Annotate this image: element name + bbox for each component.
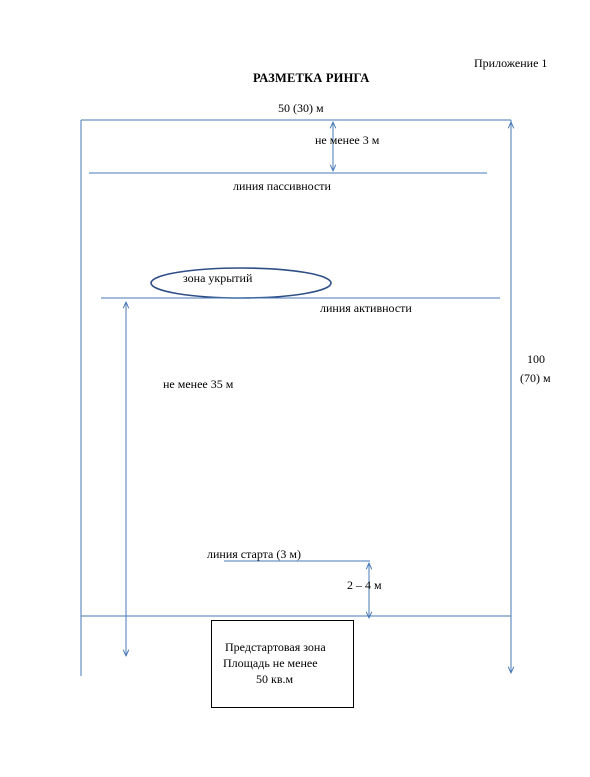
page-title: РАЗМЕТКА РИНГА (253, 71, 370, 85)
width-label: 50 (30) м (278, 101, 324, 115)
appendix-label: Приложение 1 (474, 56, 548, 70)
activity-line-label: линия активности (320, 301, 412, 315)
length-label-line2: (70) м (520, 371, 551, 385)
prestart-zone-box: Предстартовая зона Площадь не менее 50 к… (211, 620, 354, 708)
start-line-label: линия старта (3 м) (207, 547, 301, 561)
min-35m-label: не менее 35 м (163, 377, 234, 391)
prestart-zone-line3: 50 кв.м (256, 672, 294, 686)
prestart-zone-line1: Предстартовая зона (225, 640, 326, 654)
length-label-line1: 100 (527, 352, 545, 366)
min-3m-label: не менее 3 м (315, 133, 380, 147)
cover-zone-label: зона укрытий (183, 271, 253, 285)
passivity-line-label: линия пассивности (233, 179, 331, 193)
prestart-zone-line2: Площадь не менее (223, 656, 318, 670)
start-distance-label: 2 – 4 м (347, 578, 382, 592)
